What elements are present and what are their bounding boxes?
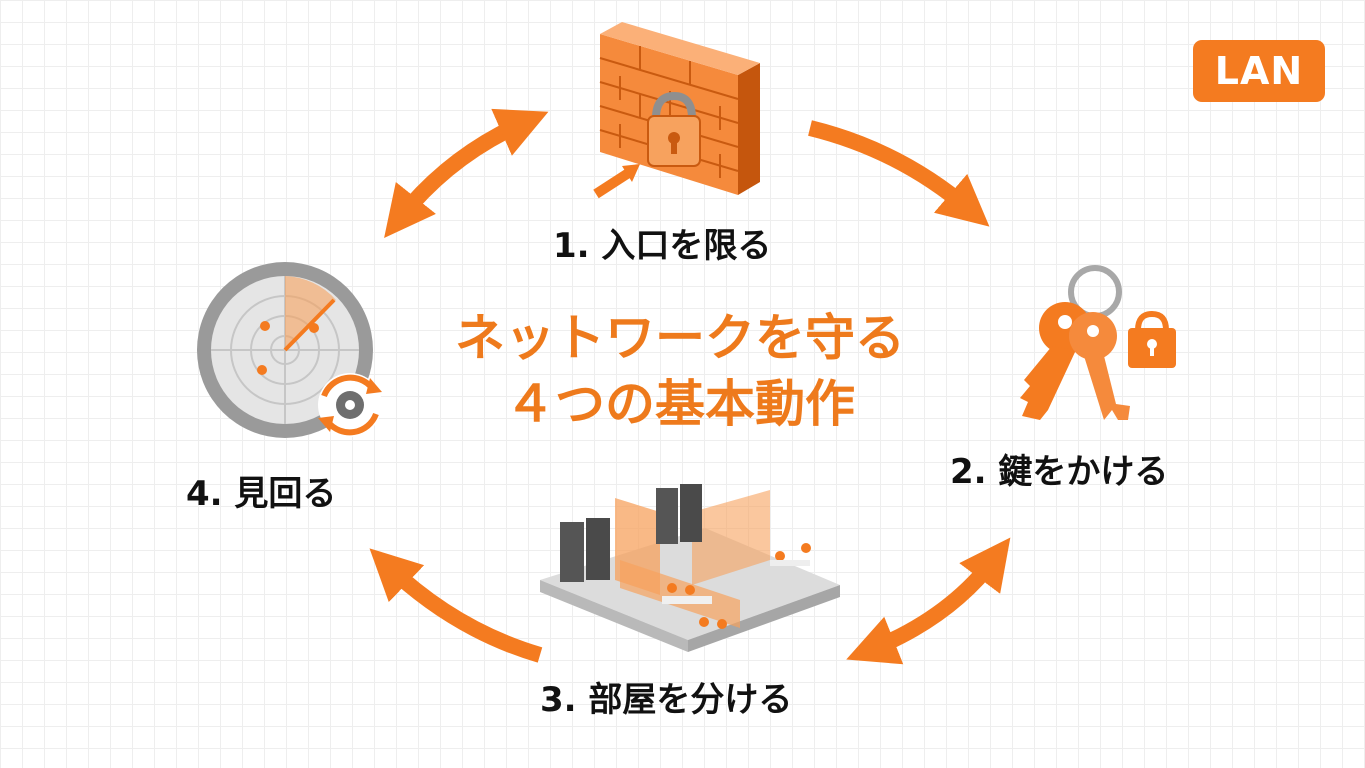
- segmented-office-icon: [540, 484, 840, 652]
- radar-monitor-icon: [197, 262, 382, 438]
- keys-lock-icon: [1020, 265, 1176, 420]
- diagram-title: ネットワークを守る ４つの基本動作: [400, 305, 960, 437]
- lan-badge: LAN: [1193, 40, 1325, 102]
- step-label-2: 2. 鍵をかける: [950, 452, 1169, 492]
- arrow-office-radar: [369, 548, 543, 663]
- step-label-3: 3. 部屋を分ける: [540, 680, 793, 720]
- step-label-1: 1. 入口を限る: [553, 226, 772, 266]
- title-line-1: ネットワークを守る: [455, 309, 905, 367]
- title-line-2: ４つの基本動作: [505, 375, 855, 433]
- arrow-radar-firewall: [384, 108, 549, 239]
- arrow-firewall-keys: [808, 120, 990, 227]
- arrow-keys-office: [846, 537, 1011, 665]
- step-label-4: 4. 見回る: [186, 474, 337, 514]
- firewall-lock-icon: [593, 22, 760, 199]
